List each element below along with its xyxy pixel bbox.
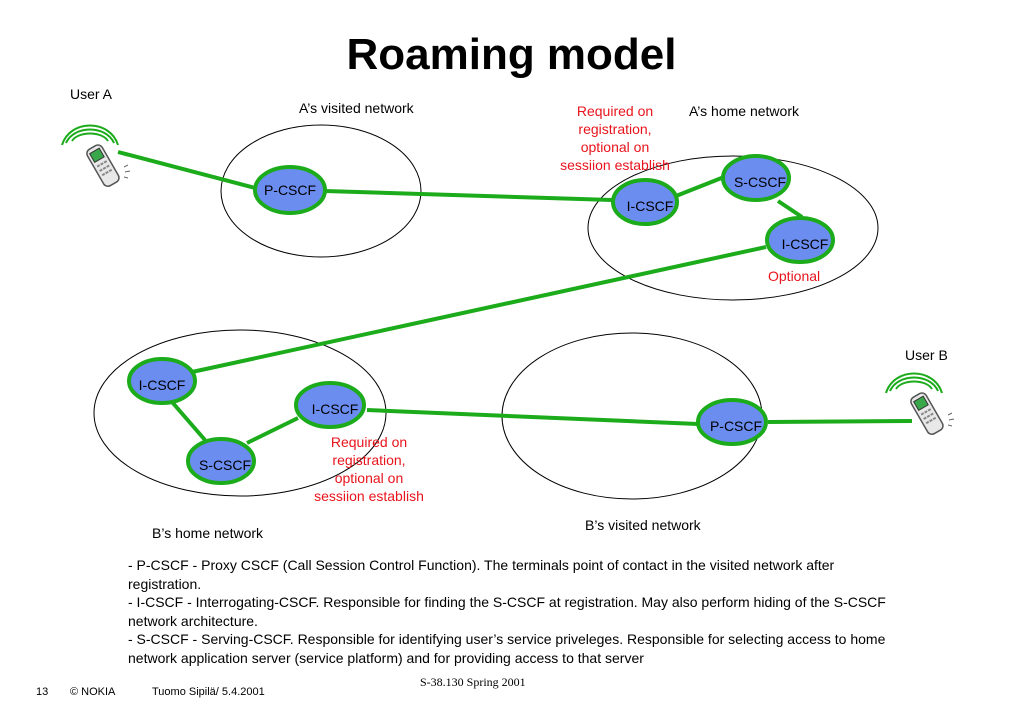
description-pcscf: - P-CSCF - Proxy CSCF (Call Session Cont… [128, 557, 835, 592]
link-scscf-icscf2 [776, 199, 804, 219]
a-visited-network-label: A’s visited network [299, 100, 414, 116]
node-b-icscf: I-CSCF [294, 381, 366, 429]
node-b-scscf-label: S-CSCF [199, 457, 251, 473]
link-usera-pcscf [117, 150, 256, 190]
node-a-pcscf-label: P-CSCF [264, 182, 316, 198]
description: - P-CSCF - Proxy CSCF (Call Session Cont… [128, 556, 898, 667]
a-required-note: Required on registration, optional on se… [560, 103, 670, 173]
node-a-pcscf: P-CSCF [253, 165, 327, 215]
b-required-note: Required on registration, optional on se… [314, 434, 424, 504]
node-b-pcscf: P-CSCF [696, 398, 768, 446]
mobile-phone-icon-user-a [61, 124, 131, 187]
author-date: Tuomo Sipilä/ 5.4.2001 [152, 686, 265, 698]
b-visited-network-label: B’s visited network [585, 517, 701, 533]
user-a-label: User A [70, 86, 113, 102]
link-bicscf-bscscf [170, 400, 207, 442]
a-home-network-ellipse [587, 155, 879, 301]
copyright: © NOKIA [70, 686, 116, 698]
b-home-network-ellipse [93, 329, 387, 497]
link-bicscf2-bpcscf [366, 408, 699, 426]
node-b-icscf-top-label: I-CSCF [139, 377, 186, 393]
b-home-network-label: B’s home network [152, 525, 264, 541]
node-b-scscf: S-CSCF [186, 437, 256, 485]
user-b-label: User B [905, 347, 948, 363]
link-icscf2-bicscf [191, 245, 767, 374]
node-a-icscf2: I-CSCF [765, 216, 835, 264]
a-home-network-label: A’s home network [689, 103, 799, 119]
a-visited-network-ellipse [220, 124, 422, 258]
description-scscf: - S-CSCF - Serving-CSCF. Responsible for… [128, 631, 886, 666]
link-icscf-scscf [675, 175, 725, 198]
node-a-icscf: I-CSCF [611, 178, 679, 226]
link-bpcscf-userb [767, 419, 913, 424]
node-a-icscf-label: I-CSCF [627, 198, 674, 214]
node-b-pcscf-label: P-CSCF [710, 418, 762, 434]
node-a-icscf2-label: I-CSCF [782, 236, 829, 252]
page-number: 13 [36, 686, 49, 698]
link-bscscf-bicscf2 [246, 416, 299, 445]
description-icscf: - I-CSCF - Interrogating-CSCF. Responsib… [128, 594, 886, 629]
a-optional-note: Optional [768, 268, 821, 284]
node-b-icscf-top: I-CSCF [127, 357, 197, 405]
mobile-phone-icon-user-b [885, 372, 955, 435]
page-title: Roaming model [346, 30, 677, 79]
node-b-icscf-label: I-CSCF [312, 401, 359, 417]
node-a-scscf-label: S-CSCF [734, 174, 786, 190]
node-a-scscf: S-CSCF [721, 154, 791, 202]
link-pcscf-icscf [324, 189, 613, 202]
links [117, 150, 913, 445]
course-label: S-38.130 Spring 2001 [420, 675, 526, 689]
